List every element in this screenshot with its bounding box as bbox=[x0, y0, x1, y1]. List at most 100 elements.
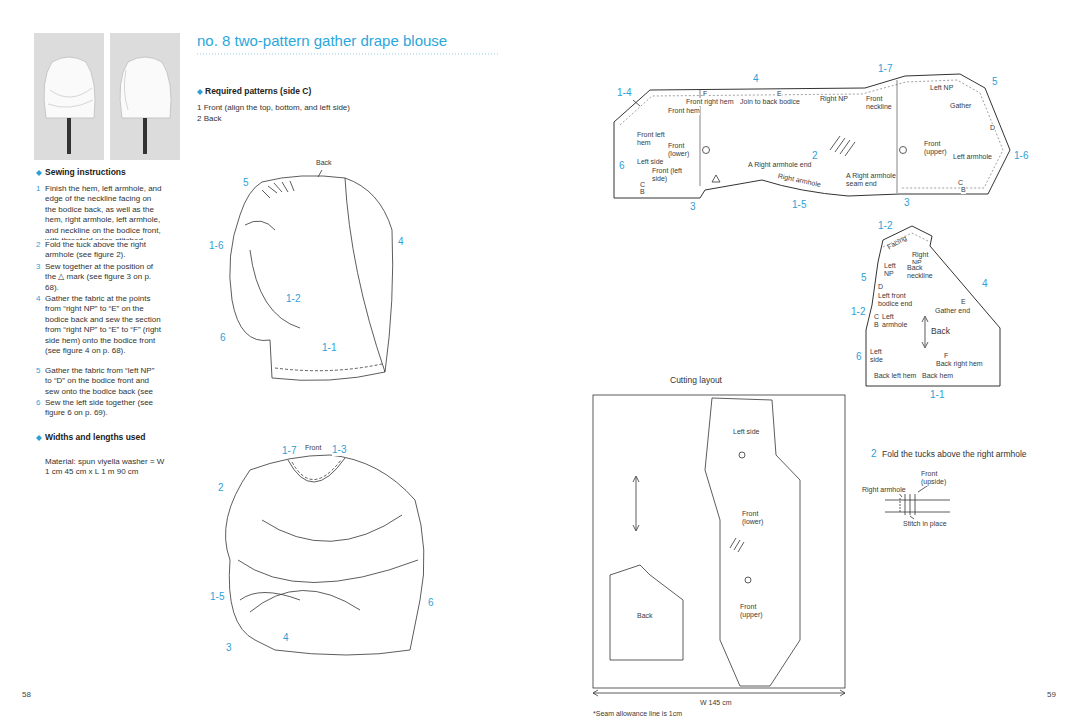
pattern-label: Gather bbox=[950, 102, 971, 110]
back-pattern bbox=[866, 226, 1000, 386]
instruction-text: Gather the fabric at the points from “ri… bbox=[45, 294, 163, 356]
grain-arrow bbox=[925, 318, 926, 346]
callout-number: 2 bbox=[812, 150, 818, 162]
photo-front bbox=[34, 33, 104, 160]
button-mark bbox=[739, 452, 745, 458]
callout-number: 5 bbox=[861, 272, 867, 284]
gathers bbox=[262, 181, 294, 198]
callout-number: 3 bbox=[226, 642, 232, 654]
callout-number: 1-7 bbox=[282, 445, 296, 457]
pattern-label: Front right hem bbox=[686, 98, 733, 106]
pattern-label: Front (left side) bbox=[652, 167, 682, 183]
stitch bbox=[900, 498, 901, 512]
callout-number: 1-2 bbox=[286, 293, 300, 305]
fold-line bbox=[897, 80, 898, 193]
pattern-label: Right NP bbox=[820, 95, 848, 103]
pattern-label: Join to back bodice bbox=[740, 98, 800, 106]
title-rule bbox=[197, 54, 500, 55]
tuck-marks bbox=[730, 538, 744, 552]
section-heading: Widths and lengths used bbox=[45, 433, 146, 443]
pattern-label: Back neckline bbox=[907, 264, 937, 280]
back-illustration bbox=[230, 176, 393, 381]
button-mark bbox=[900, 147, 907, 154]
grain-arrowhead bbox=[922, 316, 928, 322]
instruction-text: 1 Front (align the top, bottom, and left… bbox=[197, 103, 350, 113]
pattern-label: Front (upper) bbox=[740, 603, 772, 619]
front-piece bbox=[705, 398, 800, 686]
tuck-sketch bbox=[885, 494, 950, 515]
pattern-label: Left armhole bbox=[953, 153, 992, 161]
instruction-text: Sew together at the position of the △ ma… bbox=[45, 262, 163, 293]
callout-number: 1-4 bbox=[617, 87, 631, 99]
drape-fold bbox=[250, 590, 360, 612]
leader bbox=[910, 516, 914, 519]
pattern-label: *Seam allowance line is 1cm bbox=[593, 710, 682, 718]
callout-number: 1-1 bbox=[322, 342, 336, 354]
pattern-label: Back bbox=[316, 159, 332, 167]
figure-caption: Cutting layout bbox=[670, 376, 722, 386]
callout-number: 6 bbox=[220, 332, 226, 344]
page-number: 59 bbox=[1047, 690, 1056, 699]
pattern-label: A Right armhole seam end bbox=[846, 172, 896, 188]
callout-number: 4 bbox=[753, 73, 759, 85]
raglan-seam bbox=[345, 178, 385, 372]
pattern-label: Left side bbox=[870, 348, 894, 364]
callout-number: 5 bbox=[992, 76, 998, 88]
pattern-label: Gather end bbox=[935, 307, 970, 315]
step-number: 3 bbox=[36, 262, 40, 271]
bullet bbox=[36, 170, 42, 176]
tuck-marks bbox=[830, 136, 855, 156]
page-number: 58 bbox=[22, 690, 31, 699]
pattern-label: E bbox=[777, 90, 782, 98]
section-heading: Sewing instructions bbox=[45, 168, 126, 178]
seam-line bbox=[620, 80, 1003, 188]
pattern-label: Front (upside) bbox=[921, 470, 953, 486]
button-mark bbox=[745, 577, 751, 583]
pattern-label: Back bbox=[637, 612, 653, 620]
front-pattern bbox=[614, 74, 1010, 198]
stand-pole bbox=[143, 118, 147, 154]
button-mark bbox=[703, 147, 710, 154]
pattern-label: B bbox=[961, 186, 966, 194]
callout-number: 2 bbox=[871, 448, 877, 460]
callout-number: 6 bbox=[428, 597, 434, 609]
section-heading: Required patterns (side C) bbox=[205, 87, 311, 97]
callout-number: 1-7 bbox=[878, 63, 892, 75]
photo-blouse bbox=[44, 57, 95, 118]
neckline-stitch bbox=[292, 460, 341, 480]
pattern-label: E bbox=[961, 298, 966, 306]
pattern-label: B bbox=[874, 321, 879, 329]
photo-back bbox=[110, 33, 180, 160]
pattern-label: Back hem bbox=[922, 372, 953, 380]
leader bbox=[318, 170, 322, 177]
instruction-text: Material: spun viyella washer = W 1 cm 4… bbox=[45, 457, 165, 478]
callout-number: 1-1 bbox=[930, 389, 944, 401]
photo-blouse bbox=[120, 57, 171, 118]
pattern-label: Right armhole bbox=[862, 486, 906, 494]
pattern-label: Front left hem bbox=[637, 131, 667, 147]
pattern-label: Left side bbox=[733, 428, 759, 436]
pattern-label: Back left hem bbox=[874, 372, 916, 380]
callout-number: 4 bbox=[283, 632, 289, 644]
pattern-label: Front (lower) bbox=[668, 142, 698, 158]
leader bbox=[633, 100, 640, 106]
instruction-text: 2 Back bbox=[197, 114, 221, 124]
pattern-label: D bbox=[878, 283, 883, 291]
back-piece bbox=[610, 565, 683, 660]
callout-number: 2 bbox=[218, 482, 224, 494]
callout-number: 4 bbox=[982, 278, 988, 290]
neckline bbox=[288, 458, 345, 482]
page-title: no. 8 two-pattern gather drape blouse bbox=[197, 32, 447, 49]
pattern-label: Left NP bbox=[930, 84, 953, 92]
photo-drape bbox=[48, 88, 93, 107]
callout-number: 1-6 bbox=[1014, 150, 1028, 162]
step-number: 2 bbox=[36, 240, 40, 249]
pattern-label: Back right hem bbox=[936, 360, 983, 368]
callout-number: 1-2 bbox=[851, 306, 865, 318]
pattern-label: Front (lower) bbox=[742, 510, 774, 526]
callout-number: 5 bbox=[243, 177, 249, 189]
callout-number: 1-5 bbox=[792, 199, 806, 211]
pattern-label: Left NP bbox=[884, 262, 904, 278]
width-line bbox=[593, 693, 845, 694]
pattern-label: A Right armhole end bbox=[748, 161, 811, 169]
